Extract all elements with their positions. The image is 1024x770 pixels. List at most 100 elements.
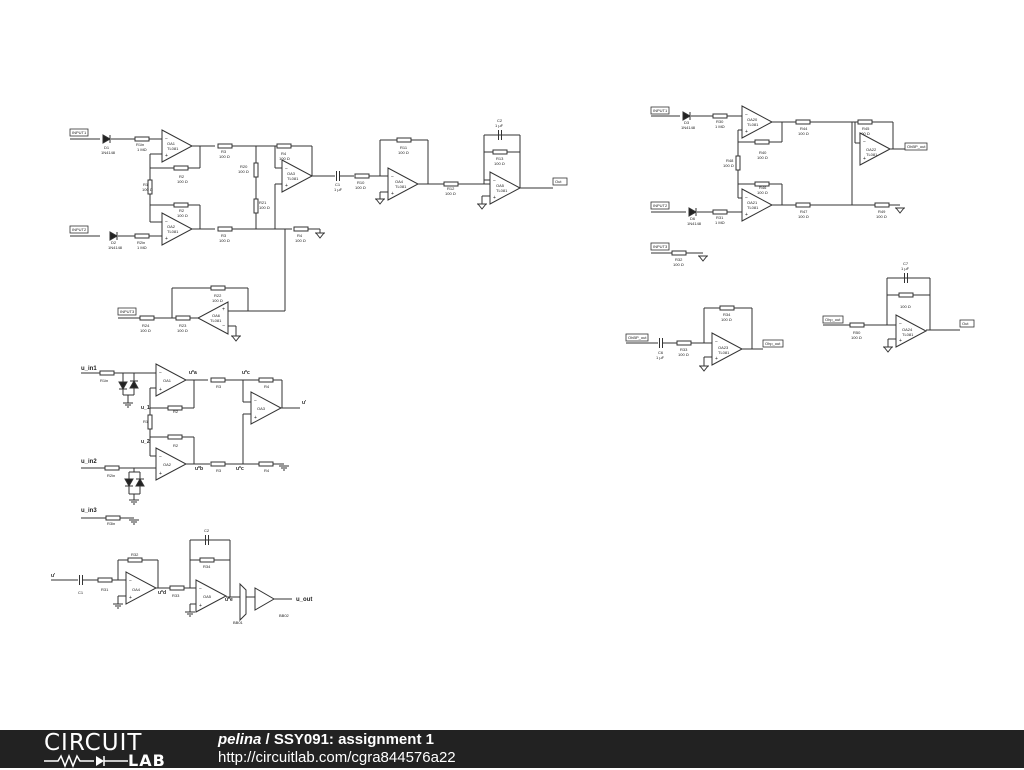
svg-text:C7: C7 — [903, 261, 909, 266]
svg-text:OA24: OA24 — [902, 327, 913, 332]
svg-text:C2: C2 — [204, 528, 210, 533]
svg-text:INPUT3: INPUT3 — [653, 244, 668, 249]
svg-text:C1: C1 — [78, 590, 84, 595]
svg-text:R2: R2 — [173, 443, 179, 448]
svg-text:u_in2: u_in2 — [81, 459, 97, 465]
svg-text:100 Ω: 100 Ω — [219, 238, 230, 243]
svg-text:INPUT3: INPUT3 — [120, 309, 135, 314]
svg-text:TL081: TL081 — [167, 229, 179, 234]
amplifier-triangle — [254, 587, 275, 611]
svg-text:OA2: OA2 — [167, 224, 176, 229]
circuitlab-logo[interactable]: CIRCUIT LAB — [44, 730, 184, 770]
svg-text:R2: R2 — [173, 409, 179, 414]
svg-text:Ohp_out: Ohp_out — [765, 341, 781, 346]
resistor-r50 — [849, 322, 865, 328]
circuit-uout: u' C1 R31 R32 OA4 u*d R33 C2 R34 OA5 — [51, 528, 312, 625]
svg-text:C6: C6 — [658, 350, 664, 355]
svg-text:OA1: OA1 — [167, 141, 176, 146]
resistor-r4-b-bottom — [258, 461, 274, 467]
resistor-r23 — [175, 315, 191, 321]
svg-text:R49: R49 — [878, 209, 886, 214]
diode-pair-2a — [124, 478, 134, 487]
logo-text-circuit: CIRCUIT — [44, 730, 143, 756]
logo-text-lab: LAB — [128, 751, 166, 770]
resistor-r3-b-top — [210, 377, 226, 383]
svg-text:u*a: u*a — [189, 370, 197, 376]
capacitor-c1-b — [79, 574, 83, 586]
footer-bar: CIRCUIT LAB pelina / SSY091: assignment … — [0, 730, 1024, 770]
svg-text:R2: R2 — [179, 174, 185, 179]
resistor-r49 — [874, 202, 890, 208]
ground-r3in — [128, 519, 140, 525]
svg-text:R33: R33 — [680, 347, 688, 352]
svg-text:u*e: u*e — [225, 597, 233, 603]
svg-text:1 MΩ: 1 MΩ — [715, 124, 725, 129]
svg-text:R22: R22 — [214, 293, 222, 298]
svg-text:R12: R12 — [447, 186, 455, 191]
buffer-block — [239, 582, 247, 622]
svg-text:TL081: TL081 — [718, 350, 730, 355]
svg-text:100 Ω: 100 Ω — [494, 161, 505, 166]
svg-text:100 Ω: 100 Ω — [259, 205, 270, 210]
svg-text:100 Ω: 100 Ω — [279, 156, 290, 161]
svg-text:R13: R13 — [496, 156, 504, 161]
resistor-r21 — [253, 198, 259, 214]
circuit-name[interactable]: SSY091: assignment 1 — [273, 731, 434, 748]
svg-text:D1: D1 — [104, 145, 110, 150]
svg-text:INPUT1: INPUT1 — [653, 108, 668, 113]
svg-text:TL081: TL081 — [395, 184, 407, 189]
svg-text:C1: C1 — [335, 182, 341, 187]
svg-text:OhBP_out: OhBP_out — [628, 335, 647, 340]
svg-text:R48: R48 — [726, 158, 734, 163]
svg-text:R1: R1 — [143, 419, 149, 424]
author-link[interactable]: pelina — [218, 731, 262, 748]
resistor-r3in — [105, 515, 121, 521]
svg-text:1N4148: 1N4148 — [108, 245, 123, 250]
resistor-r2in-2 — [104, 465, 120, 471]
svg-text:R32: R32 — [131, 552, 139, 557]
svg-text:R40: R40 — [759, 150, 767, 155]
svg-text:R3: R3 — [221, 233, 227, 238]
resistor-r1in — [134, 136, 150, 142]
input2-tag: INPUT2 — [69, 225, 100, 237]
svg-text:OA22: OA22 — [866, 147, 877, 152]
svg-text:R23: R23 — [179, 323, 187, 328]
diode-d1 — [102, 134, 111, 144]
resistor-r3-b-bottom — [210, 461, 226, 467]
svg-text:INPUT2: INPUT2 — [653, 203, 668, 208]
ground-r4-b — [278, 465, 290, 471]
svg-text:u_2: u_2 — [141, 439, 150, 445]
circuit-url[interactable]: http://circuitlab.com/cgra844576a22 — [218, 749, 456, 766]
svg-text:Out: Out — [962, 321, 969, 326]
resistor-r3-top — [217, 143, 233, 149]
circuit-title: pelina / SSY091: assignment 1 — [218, 731, 434, 748]
svg-text:R3: R3 — [216, 384, 222, 389]
svg-text:100 Ω: 100 Ω — [798, 214, 809, 219]
resistor-r34-right — [719, 305, 735, 311]
ground-oa5 — [476, 203, 488, 210]
resistor-r32 — [127, 557, 143, 563]
svg-text:100 Ω: 100 Ω — [355, 185, 366, 190]
svg-text:1 MΩ: 1 MΩ — [137, 245, 147, 250]
resistor-r3-bottom — [217, 226, 233, 232]
svg-text:TL081: TL081 — [866, 152, 878, 157]
resistor-r11 — [396, 137, 412, 143]
svg-text:R31: R31 — [101, 587, 109, 592]
svg-text:100 Ω: 100 Ω — [900, 304, 911, 309]
resistor-r47 — [795, 202, 811, 208]
resistor-r10 — [354, 173, 370, 179]
svg-text:R3: R3 — [216, 468, 222, 473]
svg-text:R3in: R3in — [107, 521, 115, 526]
svg-text:R2: R2 — [179, 208, 185, 213]
svg-text:R46: R46 — [759, 185, 767, 190]
svg-text:TL081: TL081 — [747, 205, 759, 210]
circuit-filters: OhBP_out C6 1 µF R33 100 Ω R34 100 Ω OA2… — [625, 261, 975, 372]
circuit-right: INPUT1 D3 1N4148 R30 1 MΩ OA20 TL081 R40… — [650, 105, 928, 267]
ground-diode-2 — [128, 499, 140, 505]
svg-text:100 Ω: 100 Ω — [238, 169, 249, 174]
svg-text:OA5: OA5 — [203, 594, 212, 599]
svg-text:1 MΩ: 1 MΩ — [715, 220, 725, 225]
svg-text:1N4148: 1N4148 — [101, 150, 116, 155]
svg-text:R1: R1 — [143, 182, 149, 187]
svg-text:100 Ω: 100 Ω — [723, 163, 734, 168]
